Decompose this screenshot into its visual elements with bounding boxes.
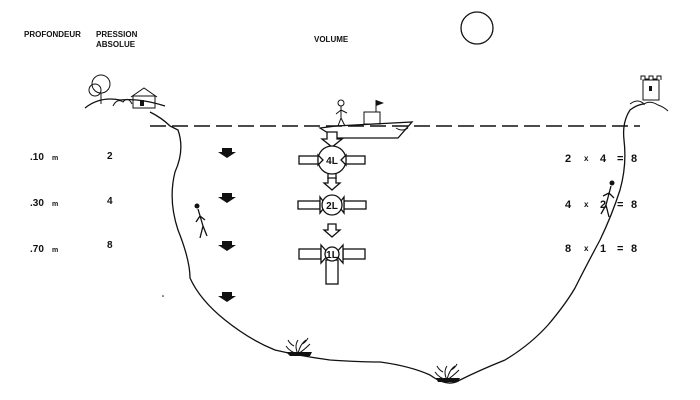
volume-label: 1L bbox=[326, 250, 338, 261]
balloon-1l: 1L bbox=[298, 243, 366, 285]
pressure-arrow-icon bbox=[218, 292, 236, 302]
calc-factor-a: 8 bbox=[565, 243, 571, 255]
sea-basin-outline bbox=[149, 103, 646, 384]
balloon-4l: 4L bbox=[298, 145, 366, 179]
tower-icon bbox=[629, 75, 669, 112]
down-arrow-icon bbox=[322, 176, 342, 191]
calc-result: 8 bbox=[631, 243, 637, 255]
calc-factor-a: 4 bbox=[565, 199, 572, 211]
pressure-header-line1: PRESSION bbox=[96, 30, 138, 39]
calc-operator: x bbox=[584, 200, 589, 209]
pressure-arrow-icon bbox=[218, 148, 236, 158]
pressure-arrow-icon bbox=[218, 193, 236, 203]
volume-header: VOLUME bbox=[314, 35, 349, 44]
calc-factor-b: 1 bbox=[600, 243, 606, 255]
pressure-header-line2: ABSOLUE bbox=[96, 40, 136, 49]
calc-factor-b: 4 bbox=[600, 153, 607, 165]
calc-equals: = bbox=[617, 153, 623, 165]
pressure-arrow-icon bbox=[218, 241, 236, 251]
depth-value: .30 bbox=[30, 198, 44, 209]
pressure-value: 4 bbox=[107, 196, 113, 207]
calc-result: 8 bbox=[631, 199, 637, 211]
seaweed-icon bbox=[285, 337, 312, 356]
calc-equals: = bbox=[617, 199, 623, 211]
house-icon bbox=[84, 74, 166, 109]
depth-value: .10 bbox=[30, 152, 44, 163]
calc-result: 8 bbox=[631, 153, 637, 165]
depth-unit: m bbox=[52, 247, 58, 254]
speck bbox=[162, 295, 164, 297]
depth-value: .70 bbox=[30, 244, 44, 255]
diver-left-icon bbox=[194, 203, 208, 239]
calc-factor-b: 2 bbox=[600, 199, 606, 211]
calc-factor-a: 2 bbox=[565, 153, 571, 165]
diver-right-icon bbox=[600, 180, 615, 218]
pressure-value: 8 bbox=[107, 240, 113, 251]
calc-operator: x bbox=[584, 154, 589, 163]
depth-header: PROFONDEUR bbox=[24, 30, 81, 39]
sun-icon bbox=[460, 11, 494, 45]
calc-equals: = bbox=[617, 243, 623, 255]
depth-unit: m bbox=[52, 201, 58, 208]
calc-operator: x bbox=[584, 244, 589, 253]
balloon-2l: 2L bbox=[297, 194, 367, 216]
volume-label: 4L bbox=[326, 156, 338, 167]
down-arrow-icon bbox=[320, 131, 344, 148]
seaweed-icon bbox=[434, 363, 460, 382]
down-arrow-icon bbox=[322, 223, 342, 238]
pressure-value: 2 bbox=[107, 151, 113, 162]
depth-unit: m bbox=[52, 155, 58, 162]
volume-label: 2L bbox=[326, 201, 338, 212]
